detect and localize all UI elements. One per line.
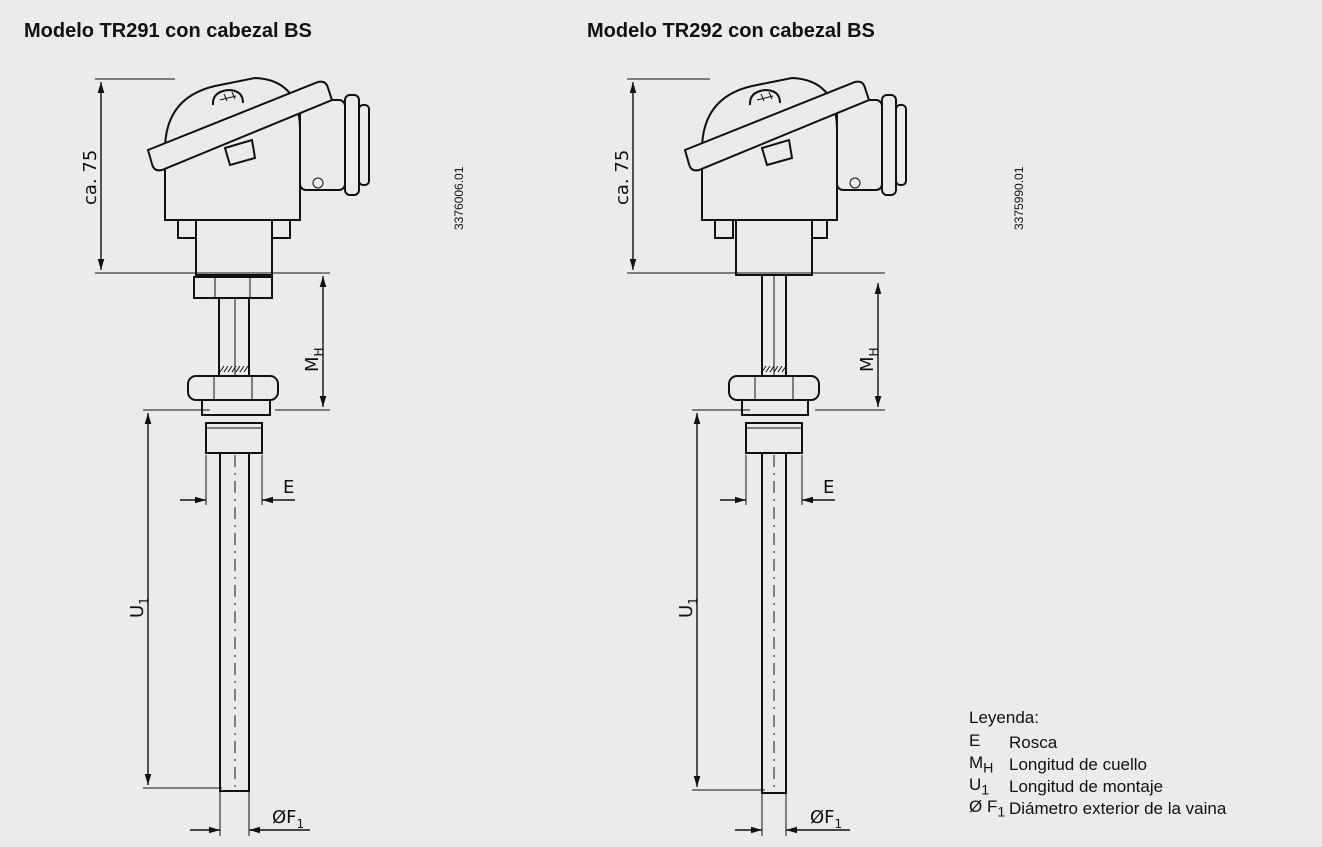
drawing-tr291 <box>95 76 370 836</box>
dim-thread-left: E <box>283 477 294 498</box>
legend-symbol: MH <box>969 753 994 777</box>
legend-item: E Rosca <box>969 731 1226 754</box>
doc-number-right: 3375990.01 <box>1012 166 1026 230</box>
dim-diameter-right: ØF1 <box>810 807 842 831</box>
dim-neck-left: MH <box>302 347 326 372</box>
dim-diameter-left: ØF1 <box>272 807 304 831</box>
legend-text: Longitud de montaje <box>1009 777 1164 796</box>
dim-head-height-left: ca. 75 <box>80 150 101 205</box>
legend-heading: Leyenda: <box>969 708 1039 727</box>
title-tr291: Modelo TR291 con cabezal BS <box>24 20 312 42</box>
dim-head-height-right: ca. 75 <box>612 150 633 205</box>
drawing-tr292 <box>627 76 907 836</box>
legend-symbol: U1 <box>969 775 990 799</box>
title-tr292: Modelo TR292 con cabezal BS <box>587 20 875 42</box>
legend-text: Rosca <box>1009 733 1058 752</box>
legend-text: Diámetro exterior de la vaina <box>1009 799 1227 818</box>
legend: Leyenda: E Rosca MH Longitud de cuello U… <box>969 708 1227 821</box>
legend-item: MH Longitud de cuello <box>969 753 1226 777</box>
dim-mount-right: U1 <box>676 597 700 618</box>
legend-item: Ø F1 Diámetro exterior de la vaina <box>969 797 1227 821</box>
legend-text: Longitud de cuello <box>1009 755 1148 774</box>
dim-mount-left: U1 <box>127 597 151 618</box>
legend-item: U1 Longitud de montaje <box>969 775 1226 799</box>
doc-number-left: 3376006.01 <box>452 166 466 230</box>
legend-symbol: Ø F1 <box>969 797 1006 821</box>
dim-neck-right: MH <box>857 347 881 372</box>
dim-thread-right: E <box>823 477 834 498</box>
legend-symbol: E <box>969 731 981 751</box>
